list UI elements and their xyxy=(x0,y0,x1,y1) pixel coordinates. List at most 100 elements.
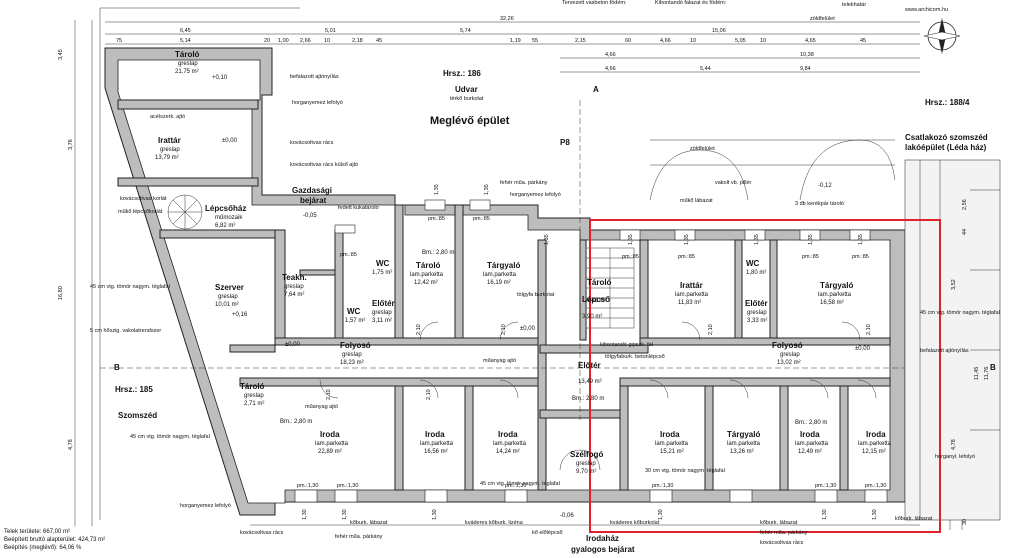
svg-text:5,74: 5,74 xyxy=(460,28,471,34)
neighbour-building xyxy=(904,159,1001,521)
svg-text:1,30: 1,30 xyxy=(872,509,878,520)
svg-text:1,35: 1,35 xyxy=(808,234,814,245)
svg-text:9,70 m²: 9,70 m² xyxy=(576,469,596,475)
svg-text:lam.parketta: lam.parketta xyxy=(493,441,527,447)
beepitett-value: 424,73 m² xyxy=(78,537,106,543)
header-kibontando: Kibontandó falazat és födém: xyxy=(655,0,727,6)
svg-text:kovácsoltvas rács: kovácsoltvas rács xyxy=(760,540,804,546)
svg-text:1,35: 1,35 xyxy=(684,234,690,245)
site-statistics: Telek területe: 667,00 m² Beépített brut… xyxy=(0,526,120,558)
window-dims: 1,35 1,35 1,35 1,35 1,35 1,35 1,35 1,35 … xyxy=(302,184,878,520)
beepites-value: 64,06 % xyxy=(59,545,82,551)
svg-text:1,35: 1,35 xyxy=(628,234,634,245)
svg-text:2,10: 2,10 xyxy=(866,324,872,335)
svg-text:befalazott ajtónyílás: befalazott ajtónyílás xyxy=(920,348,969,354)
svg-text:kovácsoltvas rács: kovácsoltvas rács xyxy=(290,140,334,146)
header-web: www.archicom.hu xyxy=(904,7,948,13)
svg-text:Tároló: Tároló xyxy=(416,261,441,270)
svg-text:12,42 m²: 12,42 m² xyxy=(414,280,438,286)
svg-text:13,02 m²: 13,02 m² xyxy=(777,360,801,366)
svg-text:45 cm vtg. tömör nagym. téglaf: 45 cm vtg. tömör nagym. téglafal xyxy=(920,310,1000,316)
svg-text:műmozaik: műmozaik xyxy=(215,215,243,221)
svg-text:5,44: 5,44 xyxy=(700,66,711,72)
svg-text:kőburk. lábazat: kőburk. lábazat xyxy=(895,516,933,522)
svg-text:Tároló: Tároló xyxy=(175,50,200,59)
svg-text:4,66: 4,66 xyxy=(660,38,671,44)
svg-text:15,06: 15,06 xyxy=(712,28,726,34)
partitions xyxy=(117,99,891,491)
svg-text:11,76: 11,76 xyxy=(984,367,990,380)
svg-text:horganyemez lefolyó: horganyemez lefolyó xyxy=(510,192,561,198)
svg-text:4,66: 4,66 xyxy=(605,66,616,72)
svg-text:greslap: greslap xyxy=(178,61,198,67)
dims-row-1: 6,45 5,01 5,74 15,06 xyxy=(180,28,726,34)
north-arrow-icon xyxy=(923,18,961,54)
svg-text:Folyosó: Folyosó xyxy=(772,341,803,350)
svg-text:Tárgyaló: Tárgyaló xyxy=(727,430,760,439)
annotation-labels: befalazott ajtónyílás horganyemez lefoly… xyxy=(90,74,1000,546)
svg-text:1,30: 1,30 xyxy=(658,509,664,520)
svg-text:13,49 m²: 13,49 m² xyxy=(578,379,602,385)
svg-text:Szerver: Szerver xyxy=(215,283,244,292)
svg-text:pm.:85: pm.:85 xyxy=(852,254,869,260)
svg-text:4,78: 4,78 xyxy=(951,439,957,450)
svg-text:21,75 m²: 21,75 m² xyxy=(175,69,199,75)
svg-text:Iroda: Iroda xyxy=(425,430,445,439)
svg-text:13,26 m²: 13,26 m² xyxy=(730,449,754,455)
room-tarolo-1: Tároló greslap 21,75 m² xyxy=(175,50,200,75)
svg-text:1,35: 1,35 xyxy=(484,184,490,195)
staircase-center xyxy=(585,247,635,329)
svg-text:2,18: 2,18 xyxy=(352,38,363,44)
svg-text:1,30: 1,30 xyxy=(342,509,348,520)
svg-text:lam.parketta: lam.parketta xyxy=(818,292,852,298)
header-zoldfelulet: zöldfelület xyxy=(810,16,835,22)
area-labels: Hrsz.: 186 Udvar térkő burkolat Meglévő … xyxy=(114,69,996,554)
svg-text:16,80: 16,80 xyxy=(58,286,64,300)
svg-text:lam.parketta: lam.parketta xyxy=(858,441,892,447)
windows-bottom xyxy=(294,489,888,503)
svg-text:-0,06: -0,06 xyxy=(560,513,574,519)
svg-text:B: B xyxy=(990,363,996,372)
svg-text:Bm.: 2,80 m: Bm.: 2,80 m xyxy=(795,420,827,426)
svg-text:18,23 m²: 18,23 m² xyxy=(340,360,364,366)
window-labels: pm.:85 pm.:85 pm.:85 pm.:85 pm.:85 pm.:8… xyxy=(297,216,886,489)
svg-text:1,19: 1,19 xyxy=(510,38,521,44)
svg-text:Iroda: Iroda xyxy=(866,430,886,439)
svg-text:WC: WC xyxy=(347,307,361,316)
svg-text:1,35: 1,35 xyxy=(858,234,864,245)
label-hrsz186: Hrsz.: 186 xyxy=(443,69,481,78)
svg-text:Iroda: Iroda xyxy=(320,430,340,439)
svg-text:Tároló: Tároló xyxy=(587,278,612,287)
room-wc-1: WC1,75 m² xyxy=(372,259,392,276)
svg-text:greslap: greslap xyxy=(284,284,304,290)
svg-text:6,82 m²: 6,82 m² xyxy=(215,223,235,229)
svg-text:2,10: 2,10 xyxy=(426,389,432,400)
label-udvar: Udvar xyxy=(455,85,478,94)
svg-text:pm.:85: pm.:85 xyxy=(802,254,819,260)
svg-text:5,01: 5,01 xyxy=(325,28,336,34)
svg-text:1,35: 1,35 xyxy=(544,234,550,245)
svg-text:Folyosó: Folyosó xyxy=(340,341,371,350)
header-texts: Tervezett vasbeton födém: Kibontandó fal… xyxy=(500,0,948,22)
level-marks: ±0,00 +0,10 -0,05 +0,16 ±0,00 ±0,00 -0,1… xyxy=(212,75,871,519)
svg-text:±0,00: ±0,00 xyxy=(520,326,536,332)
svg-text:14,24 m²: 14,24 m² xyxy=(496,449,520,455)
svg-text:10,01 m²: 10,01 m² xyxy=(215,302,239,308)
svg-text:10,38: 10,38 xyxy=(800,52,814,58)
svg-text:pm.:1,30: pm.:1,30 xyxy=(337,483,358,489)
svg-text:Tároló: Tároló xyxy=(240,382,265,391)
staircase-left xyxy=(167,194,203,230)
svg-text:45 cm vtg. tömör nagym. téglaf: 45 cm vtg. tömör nagym. téglafal xyxy=(130,434,210,440)
svg-text:tölgyfa burkolat: tölgyfa burkolat xyxy=(517,292,555,298)
svg-text:±0,00: ±0,00 xyxy=(222,138,238,144)
dims-right: 2,56 44 3,52 11,45 11,76 4,78 30 xyxy=(951,199,990,525)
